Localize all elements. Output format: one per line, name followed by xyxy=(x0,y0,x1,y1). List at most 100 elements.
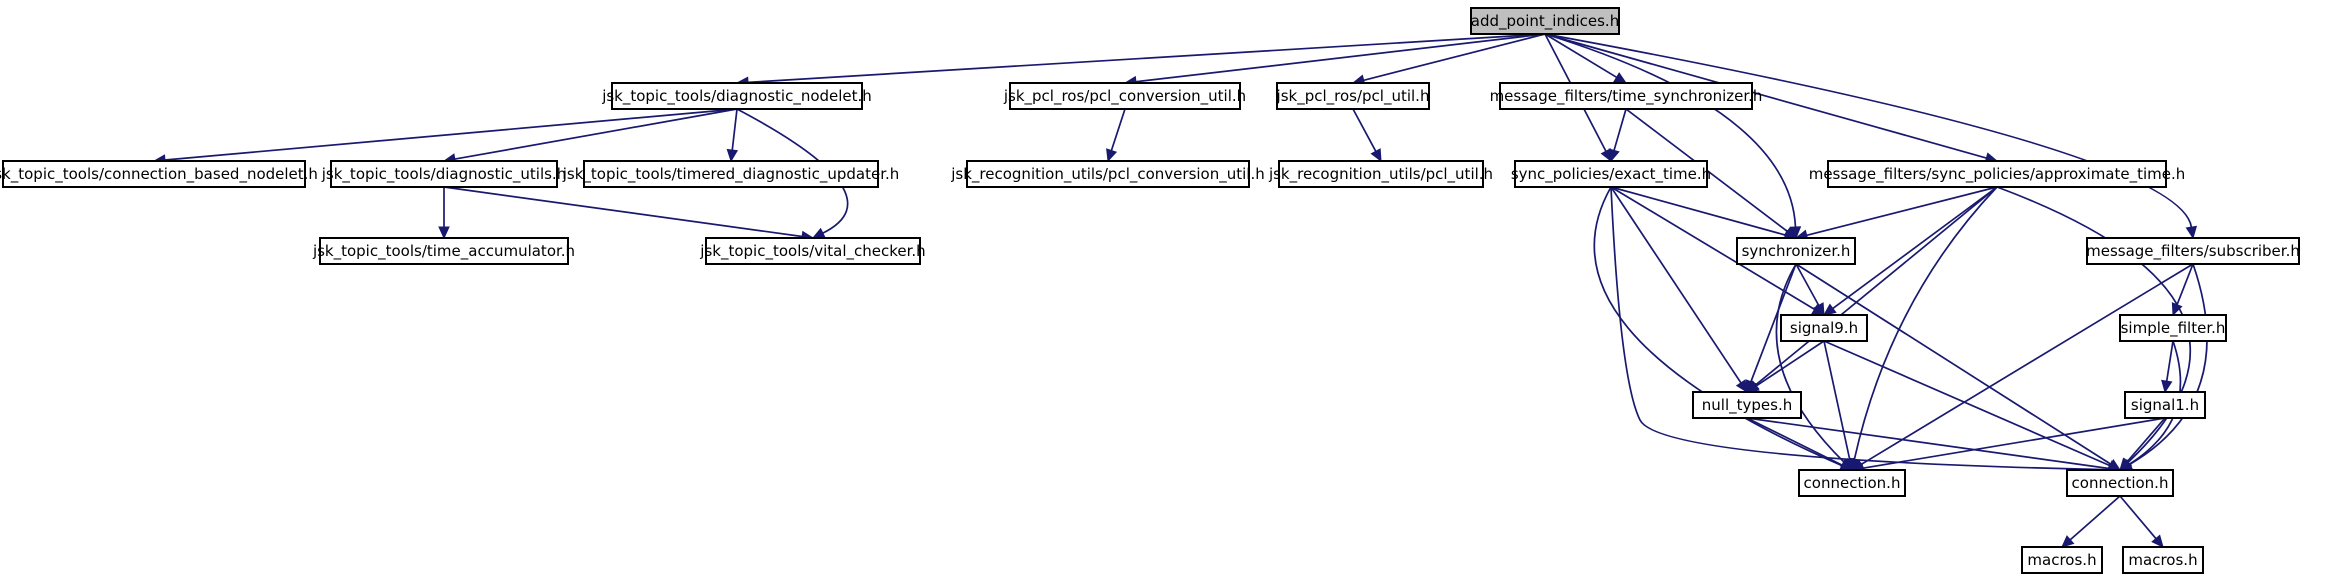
node-label: jsk_pcl_ros/pcl_util.h xyxy=(1276,87,1430,106)
graph-node-macros-b[interactable]: macros.h xyxy=(2122,546,2204,574)
node-box xyxy=(611,82,863,110)
edge-root-to-time-sync xyxy=(1544,33,1618,79)
node-box xyxy=(1470,7,1620,35)
graph-node-connection-a[interactable]: connection.h xyxy=(1798,469,1906,497)
node-label: message_filters/subscriber.h xyxy=(2086,242,2300,261)
edge-arrowhead xyxy=(1370,148,1382,163)
node-label: add_point_indices.h xyxy=(1471,12,1619,31)
edge-root-to-approx-time xyxy=(1544,33,1987,159)
graph-node-root[interactable]: add_point_indices.h xyxy=(1470,7,1620,35)
node-box xyxy=(319,237,569,265)
node-box xyxy=(2086,237,2300,265)
graph-node-conn-nodelet[interactable]: jsk_topic_tools/connection_based_nodelet… xyxy=(0,160,318,188)
node-label: simple_filter.h xyxy=(2121,319,2226,338)
node-label: sync_policies/exact_time.h xyxy=(1511,165,1711,184)
edge-arrowhead xyxy=(1823,303,1837,316)
edge-connection-b-to-macros-b xyxy=(2119,495,2157,540)
edge-approx-time-to-signal9 xyxy=(1832,186,1998,310)
node-label: message_filters/time_synchronizer.h xyxy=(1490,87,1763,106)
edge-approx-time-to-connection-b xyxy=(1996,186,2192,464)
edge-exact-time-to-signal9 xyxy=(1610,186,1816,311)
graph-node-pcl-conv-util[interactable]: jsk_pcl_ros/pcl_conversion_util.h xyxy=(1003,82,1246,110)
edge-arrowhead xyxy=(2185,225,2198,240)
edge-arrowhead xyxy=(1608,148,1620,163)
node-box xyxy=(1736,237,1856,265)
graph-node-signal1[interactable]: signal1.h xyxy=(2124,391,2206,419)
edge-time-sync-to-exact-time xyxy=(1613,108,1627,151)
node-label: jsk_recognition_utils/pcl_util.h xyxy=(1268,165,1493,184)
graph-node-signal9[interactable]: signal9.h xyxy=(1780,314,1868,342)
node-box xyxy=(2124,391,2206,419)
node-label: null_types.h xyxy=(1702,396,1792,415)
node-box xyxy=(1276,82,1430,110)
graph-node-diag-nodelet[interactable]: jsk_topic_tools/diagnostic_nodelet.h xyxy=(601,82,872,110)
node-label: jsk_topic_tools/diagnostic_nodelet.h xyxy=(601,87,872,106)
edge-synchronizer-to-connection-b xyxy=(1795,263,2112,465)
edge-exact-time-to-null-types xyxy=(1610,186,1742,384)
graph-node-rec-pcl-util[interactable]: jsk_recognition_utils/pcl_util.h xyxy=(1268,160,1493,188)
graph-node-time-acc[interactable]: jsk_topic_tools/time_accumulator.h xyxy=(312,237,575,265)
node-box xyxy=(2122,546,2204,574)
edge-root-to-pcl-conv-util xyxy=(1135,33,1546,83)
node-box xyxy=(2119,314,2227,342)
node-label: jsk_pcl_ros/pcl_conversion_util.h xyxy=(1003,87,1246,106)
edge-subscriber-to-connection-b xyxy=(2129,263,2208,466)
node-box xyxy=(1780,314,1868,342)
graph-node-pcl-util[interactable]: jsk_pcl_ros/pcl_util.h xyxy=(1276,82,1430,110)
graph-node-synchronizer[interactable]: synchronizer.h xyxy=(1736,237,1856,265)
edge-arrowhead xyxy=(1735,379,1748,394)
node-box xyxy=(1692,391,1802,419)
node-label: signal1.h xyxy=(2131,396,2199,414)
graph-node-diag-utils[interactable]: jsk_topic_tools/diagnostic_utils.h xyxy=(321,160,566,188)
edge-arrowhead xyxy=(2171,302,2183,317)
edge-signal1-to-connection-b xyxy=(2126,417,2166,463)
edge-arrowhead xyxy=(1106,148,1118,163)
graph-node-exact-time[interactable]: sync_policies/exact_time.h xyxy=(1511,160,1711,188)
edge-signal9-to-null-types xyxy=(1755,340,1825,387)
edge-arrowhead xyxy=(811,227,826,239)
edge-synchronizer-to-connection-a xyxy=(1775,263,1845,463)
edge-root-to-diag-nodelet xyxy=(747,33,1546,84)
node-label: jsk_recognition_utils/pcl_conversion_uti… xyxy=(950,165,1264,184)
edge-arrowhead xyxy=(1813,302,1825,317)
node-box xyxy=(1514,160,1708,188)
edge-approx-time-to-null-types xyxy=(1754,186,1998,386)
node-box xyxy=(705,237,921,265)
graph-node-timered-diag[interactable]: jsk_topic_tools/timered_diagnostic_updat… xyxy=(562,160,900,188)
edges-layer xyxy=(152,33,2208,548)
node-label: jsk_topic_tools/timered_diagnostic_updat… xyxy=(562,165,900,184)
edge-simple-filter-to-signal1 xyxy=(2165,340,2174,382)
edge-exact-time-to-connection-a xyxy=(1593,186,1843,467)
node-box xyxy=(330,160,558,188)
edge-arrowhead xyxy=(1613,72,1628,84)
edge-diag-utils-to-vital xyxy=(443,186,803,238)
node-label: jsk_topic_tools/diagnostic_utils.h xyxy=(321,165,566,184)
graph-node-macros-a[interactable]: macros.h xyxy=(2021,546,2103,574)
node-box xyxy=(1499,82,1753,110)
graph-node-connection-b[interactable]: connection.h xyxy=(2066,469,2174,497)
node-box xyxy=(966,160,1250,188)
edge-null-types-to-connection-a xyxy=(1746,417,1843,466)
edge-connection-b-to-macros-a xyxy=(2069,495,2121,541)
graph-node-vital[interactable]: jsk_topic_tools/vital_checker.h xyxy=(699,237,926,265)
graph-node-rec-pcl-conv[interactable]: jsk_recognition_utils/pcl_conversion_uti… xyxy=(950,160,1265,188)
edge-diag-nodelet-to-timered-diag xyxy=(731,108,738,151)
node-label: synchronizer.h xyxy=(1742,242,1851,260)
graph-node-simple-filter[interactable]: simple_filter.h xyxy=(2119,314,2227,342)
node-box xyxy=(583,160,879,188)
node-label: signal9.h xyxy=(1790,319,1858,337)
edge-signal9-to-connection-b xyxy=(1823,340,2111,467)
edge-null-types-to-connection-b xyxy=(1746,417,2110,470)
edge-signal9-to-connection-a xyxy=(1823,340,1851,460)
node-box xyxy=(2,160,306,188)
graph-node-null-types[interactable]: null_types.h xyxy=(1692,391,1802,419)
graph-node-time-sync[interactable]: message_filters/time_synchronizer.h xyxy=(1490,82,1763,110)
edge-arrowhead xyxy=(2061,535,2075,548)
edge-arrowhead xyxy=(2151,534,2164,548)
node-box xyxy=(1827,160,2167,188)
graph-node-approx-time[interactable]: message_filters/sync_policies/approximat… xyxy=(1809,160,2186,188)
edge-root-to-subscriber xyxy=(1544,33,2193,228)
graph-node-subscriber[interactable]: message_filters/subscriber.h xyxy=(2086,237,2300,265)
node-label: jsk_topic_tools/vital_checker.h xyxy=(699,242,925,261)
edge-signal1-to-connection-a xyxy=(1862,417,2166,470)
